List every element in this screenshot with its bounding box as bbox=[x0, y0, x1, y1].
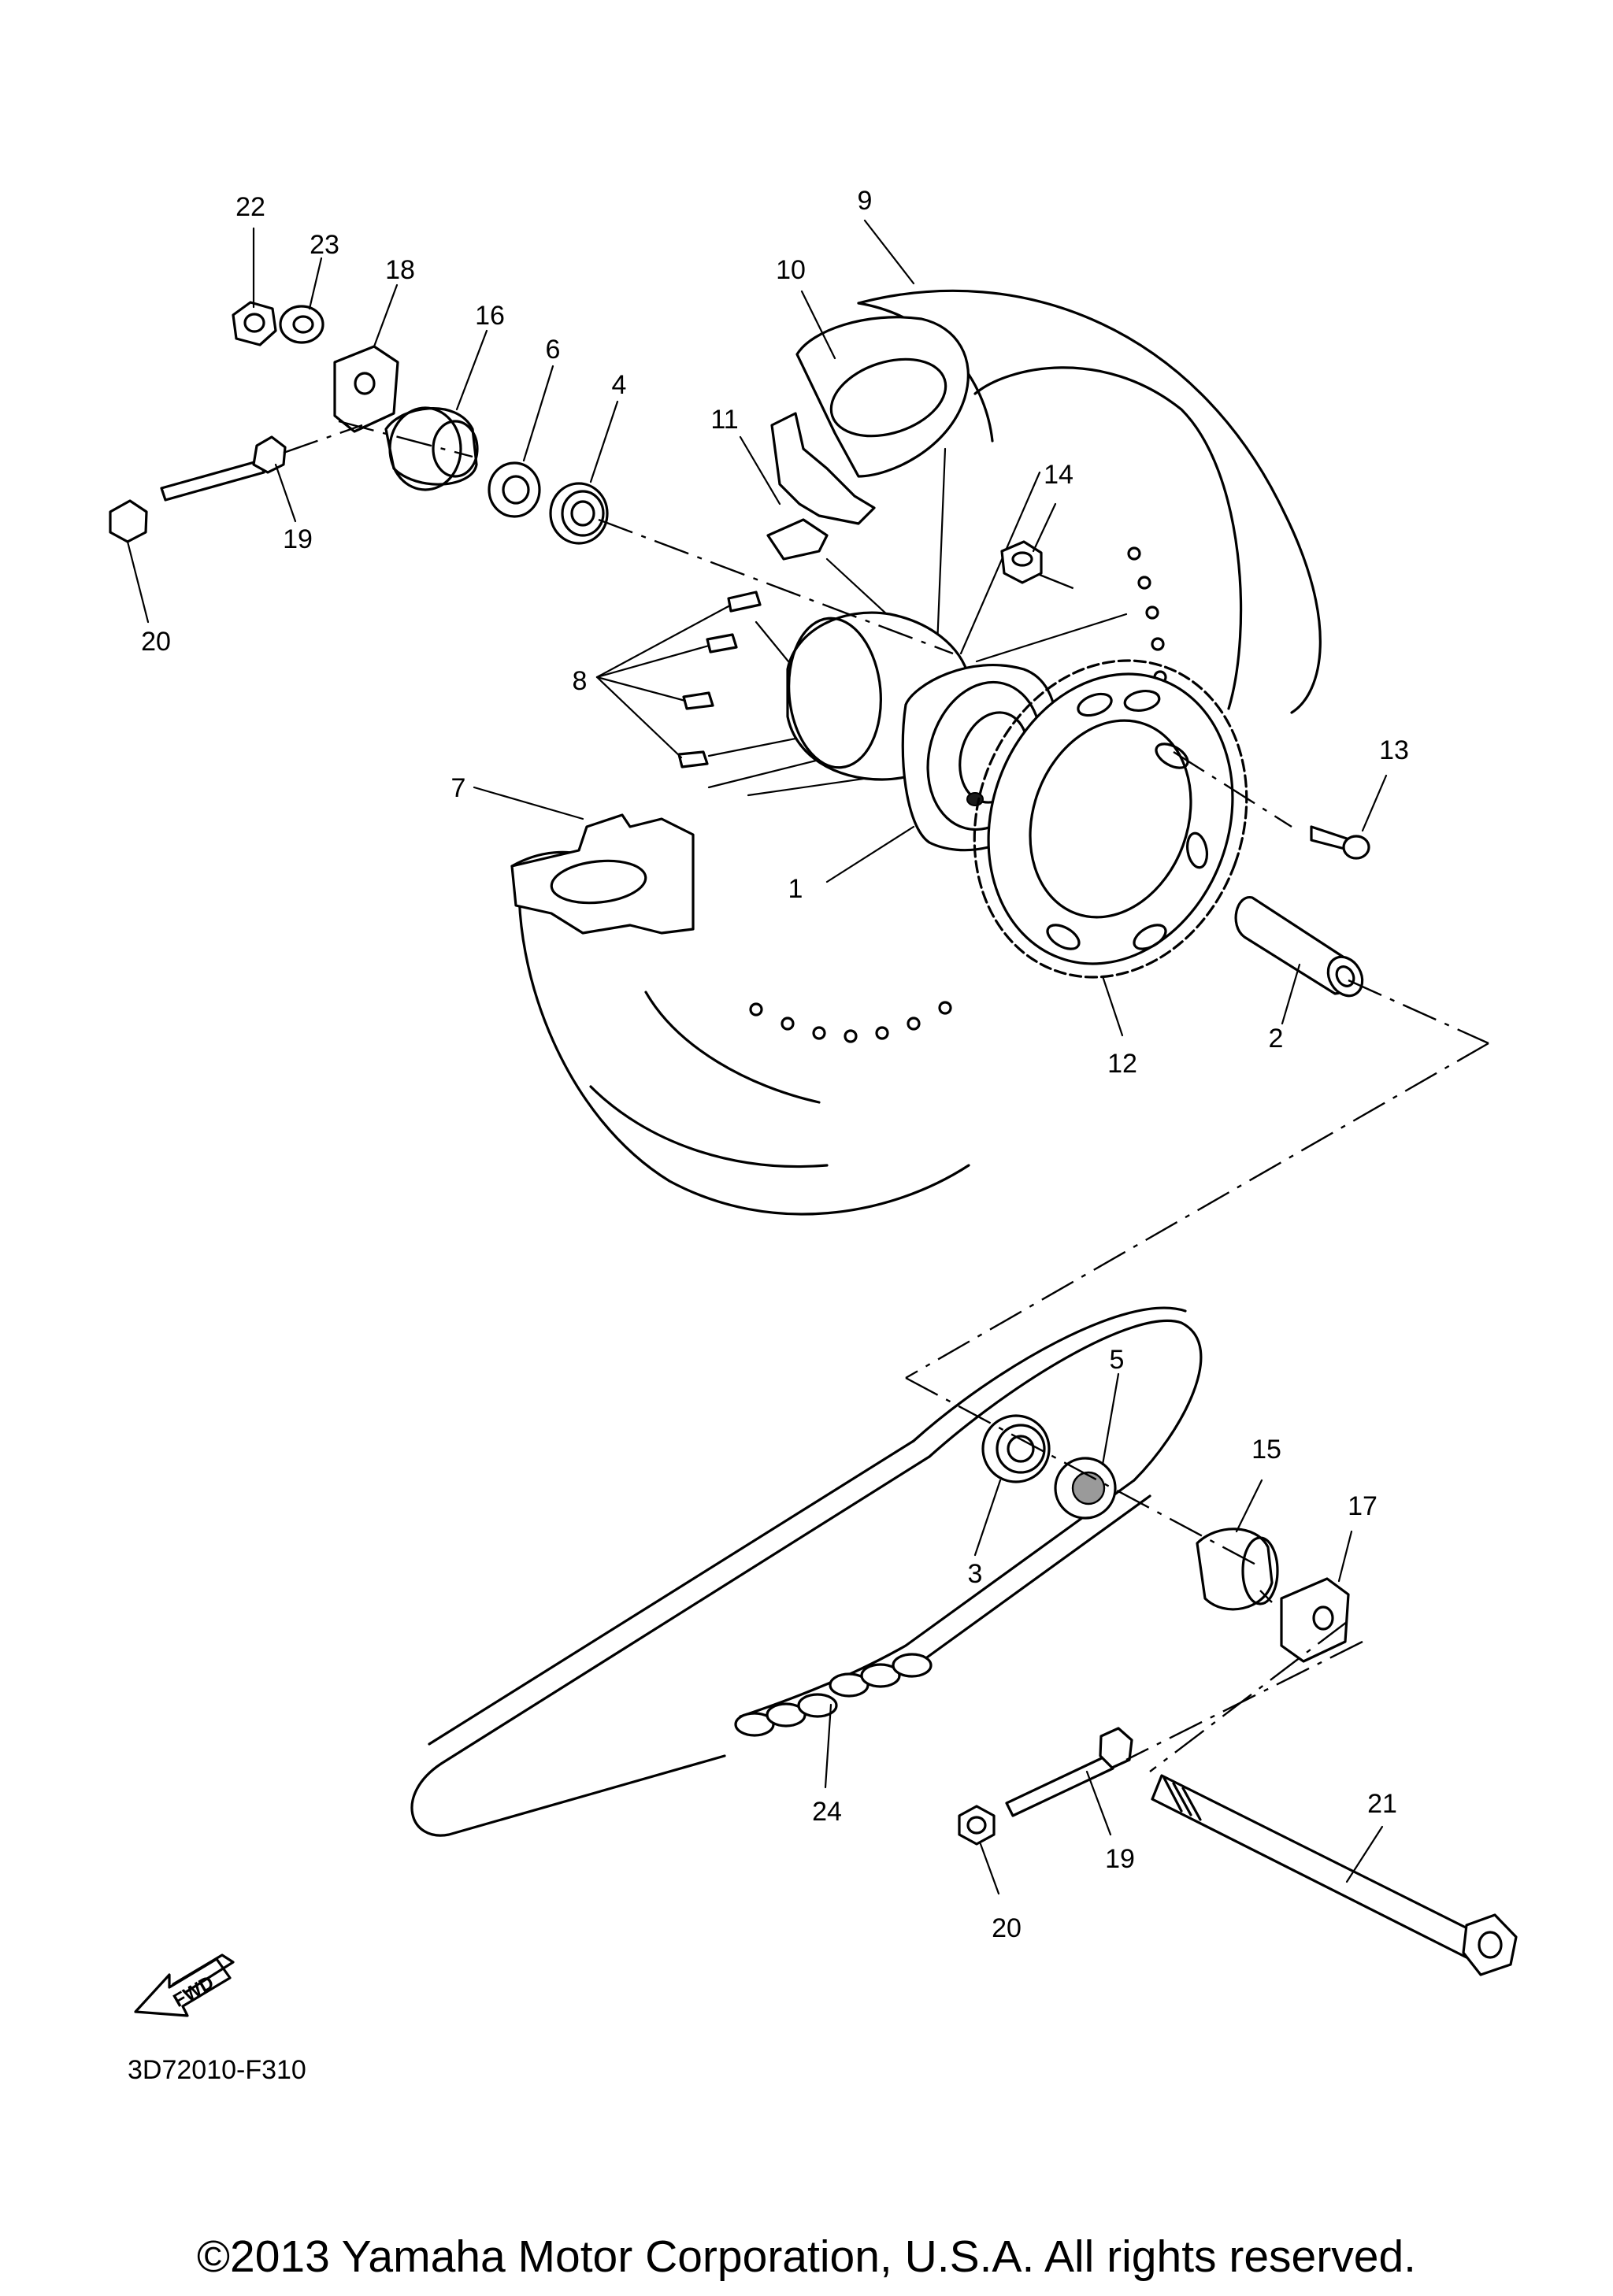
callout-labels: 1 2 3 4 5 6 7 8 9 10 11 12 13 14 15 16 1… bbox=[141, 186, 1409, 1943]
callout-12: 12 bbox=[1107, 1049, 1137, 1079]
copyright-notice: ©2013 Yamaha Motor Corporation, U.S.A. A… bbox=[197, 2231, 1416, 2282]
callout-23: 23 bbox=[310, 230, 339, 260]
callout-15: 15 bbox=[1251, 1435, 1281, 1465]
bearing-6 bbox=[488, 461, 541, 518]
callout-8: 8 bbox=[573, 666, 588, 696]
spoke-nipples-8 bbox=[677, 591, 762, 768]
callout-1: 1 bbox=[788, 874, 803, 904]
callout-18: 18 bbox=[385, 255, 415, 285]
chain-24 bbox=[410, 1306, 1203, 1837]
nut-20-bottom bbox=[958, 1805, 996, 1846]
callout-9: 9 bbox=[858, 186, 873, 216]
sprocket-12 bbox=[973, 659, 1248, 979]
callout-10: 10 bbox=[776, 255, 806, 285]
assembly-lines bbox=[283, 420, 1489, 1772]
callout-19: 19 bbox=[283, 524, 313, 554]
callout-3: 3 bbox=[968, 1559, 983, 1589]
diagram-code: 3D72010-F310 bbox=[128, 2055, 306, 2085]
collar-16 bbox=[384, 406, 479, 491]
bolt-19-bottom bbox=[1005, 1727, 1133, 1817]
chain-puller-17 bbox=[1280, 1577, 1350, 1663]
callout-13: 13 bbox=[1379, 735, 1409, 765]
callout-16: 16 bbox=[475, 301, 505, 331]
oil-seal-5 bbox=[1054, 1457, 1117, 1520]
washer-23 bbox=[279, 305, 324, 344]
callout-22: 22 bbox=[235, 192, 265, 222]
rim-tape-10 bbox=[795, 316, 970, 478]
chain-puller-18 bbox=[333, 345, 399, 433]
callout-6: 6 bbox=[546, 335, 561, 365]
callout-7: 7 bbox=[451, 773, 466, 803]
rim-holes bbox=[749, 546, 1169, 1043]
chain-master-link bbox=[734, 1653, 933, 1737]
rim-lock-11 bbox=[766, 412, 876, 561]
callout-20: 20 bbox=[141, 627, 171, 657]
callout-14: 14 bbox=[1044, 460, 1073, 490]
callout-2: 2 bbox=[1269, 1024, 1284, 1054]
fwd-arrow-icon: FWD bbox=[134, 1953, 235, 2017]
callout-21: 21 bbox=[1367, 1789, 1397, 1819]
collar-15 bbox=[1196, 1528, 1279, 1611]
nut-22 bbox=[232, 301, 277, 346]
bearing-4 bbox=[549, 482, 609, 545]
bearing-3 bbox=[981, 1414, 1051, 1483]
callout-4: 4 bbox=[612, 370, 627, 400]
rim-tape-7 bbox=[510, 813, 695, 935]
callout-19-bottom: 19 bbox=[1105, 1844, 1135, 1874]
sprocket-bolt-13 bbox=[1310, 825, 1370, 860]
collar-2 bbox=[1234, 896, 1364, 998]
callout-11: 11 bbox=[710, 405, 738, 435]
callout-5: 5 bbox=[1110, 1345, 1125, 1375]
axle-21 bbox=[1151, 1774, 1518, 1976]
bolt-19-top bbox=[160, 435, 287, 502]
callout-24: 24 bbox=[812, 1797, 842, 1827]
nut-14 bbox=[1000, 540, 1043, 584]
leader-lines bbox=[126, 219, 1388, 1895]
callout-20-bottom: 20 bbox=[992, 1913, 1022, 1943]
nut-20-top bbox=[109, 499, 148, 543]
callout-17: 17 bbox=[1348, 1491, 1378, 1521]
